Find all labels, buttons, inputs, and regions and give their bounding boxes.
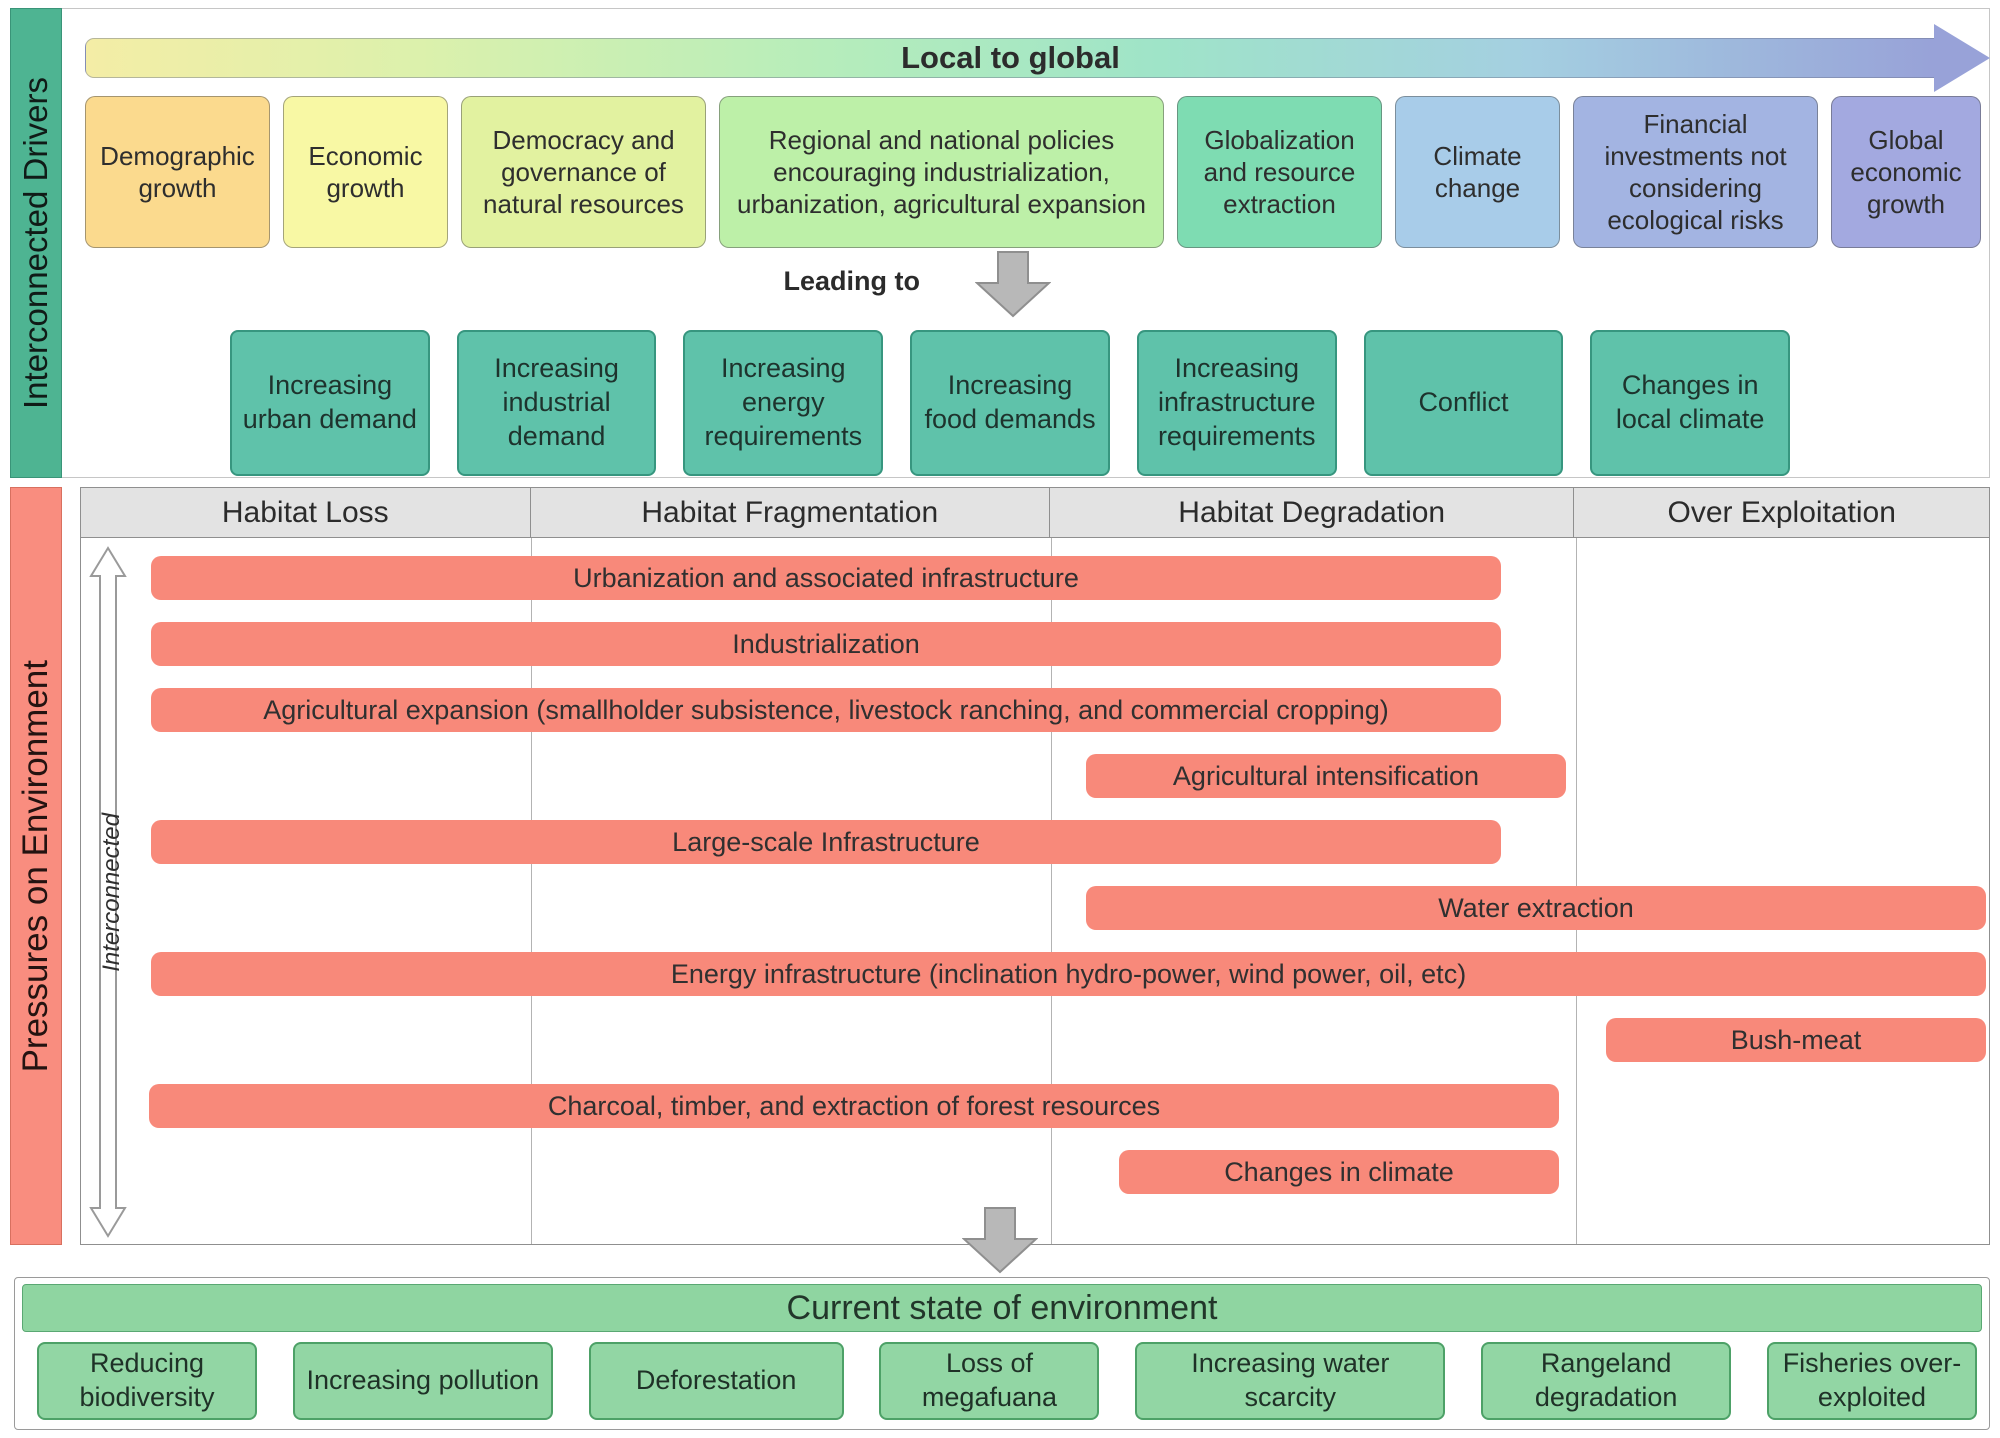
demand-box: Increasing industrial demand — [456, 330, 657, 476]
pressure-bar: Charcoal, timber, and extraction of fore… — [149, 1084, 1559, 1128]
pressure-bar: Urbanization and associated infrastructu… — [151, 556, 1501, 600]
pressure-bar: Bush-meat — [1606, 1018, 1986, 1062]
column-header: Habitat Fragmentation — [531, 488, 1050, 537]
down-arrow-icon — [962, 1207, 1038, 1274]
pressures-sidebar: Pressures on Environment — [10, 487, 62, 1245]
column-header: Habitat Degradation — [1050, 488, 1575, 537]
driver-box: Climate change — [1395, 96, 1560, 248]
state-box: Deforestation — [588, 1342, 844, 1420]
demand-box: Increasing infrastructure requirements — [1136, 330, 1337, 476]
state-box: Fisheries over-exploited — [1766, 1342, 1977, 1420]
vertical-double-arrow-icon — [89, 546, 127, 1238]
state-box: Rangeland degradation — [1481, 1342, 1732, 1420]
leading-to-label: Leading to — [783, 266, 921, 296]
interconnected-label-text: Interconnected — [98, 812, 125, 972]
driver-box: Globalization and resource extraction — [1177, 96, 1382, 248]
driver-box: Democracy and governance of natural reso… — [461, 96, 706, 248]
driver-box: Economic growth — [283, 96, 448, 248]
column-header: Habitat Loss — [81, 488, 531, 537]
driver-box: Demographic growth — [85, 96, 270, 248]
demand-box: Increasing food demands — [910, 330, 1110, 476]
pressures-sidebar-label: Pressures on Environment — [16, 659, 55, 1073]
local-to-global-label: Local to global — [901, 40, 1120, 75]
pressure-bar: Changes in climate — [1119, 1150, 1559, 1194]
state-box: Increasing water scarcity — [1135, 1342, 1446, 1420]
demand-box: Conflict — [1363, 330, 1564, 476]
local-to-global-arrow: Local to global — [85, 38, 1935, 78]
current-state-section: Current state of environment Reducing bi… — [14, 1277, 1990, 1430]
demand-box: Increasing energy requirements — [683, 330, 884, 476]
column-divider — [531, 538, 532, 1244]
drivers-sidebar: Interconnected Drivers — [10, 8, 62, 478]
down-arrow-icon — [975, 251, 1051, 318]
state-box: Reducing biodiversity — [37, 1342, 257, 1420]
column-header: Over Exploitation — [1667, 495, 1896, 529]
driver-box: Regional and national policies encouragi… — [719, 96, 1164, 248]
demand-box: Increasing urban demand — [230, 330, 430, 476]
state-boxes-row: Reducing biodiversity Increasing pollutio… — [37, 1342, 1977, 1420]
pressure-bar: Large-scale Infrastructure — [151, 820, 1501, 864]
drivers-sidebar-label: Interconnected Drivers — [17, 77, 54, 409]
right-arrowhead-icon — [1934, 24, 1990, 92]
current-state-title: Current state of environment — [22, 1284, 1982, 1332]
driver-box: Financial investments not considering ec… — [1573, 96, 1818, 248]
pressure-bar: Industrialization — [151, 622, 1501, 666]
column-divider — [1051, 538, 1052, 1244]
interconnected-label: Interconnected — [95, 546, 129, 1238]
driver-box: Global economic growth — [1831, 96, 1981, 248]
pressure-bar: Agricultural expansion (smallholder subs… — [151, 688, 1501, 732]
state-box: Loss of megafuana — [879, 1342, 1100, 1420]
pressure-bar: Water extraction — [1086, 886, 1986, 930]
pressure-bar: Agricultural intensification — [1086, 754, 1566, 798]
demand-box: Changes in local climate — [1590, 330, 1791, 476]
pressure-bar: Energy infrastructure (inclination hydro… — [151, 952, 1986, 996]
state-box: Increasing pollution — [292, 1342, 553, 1420]
